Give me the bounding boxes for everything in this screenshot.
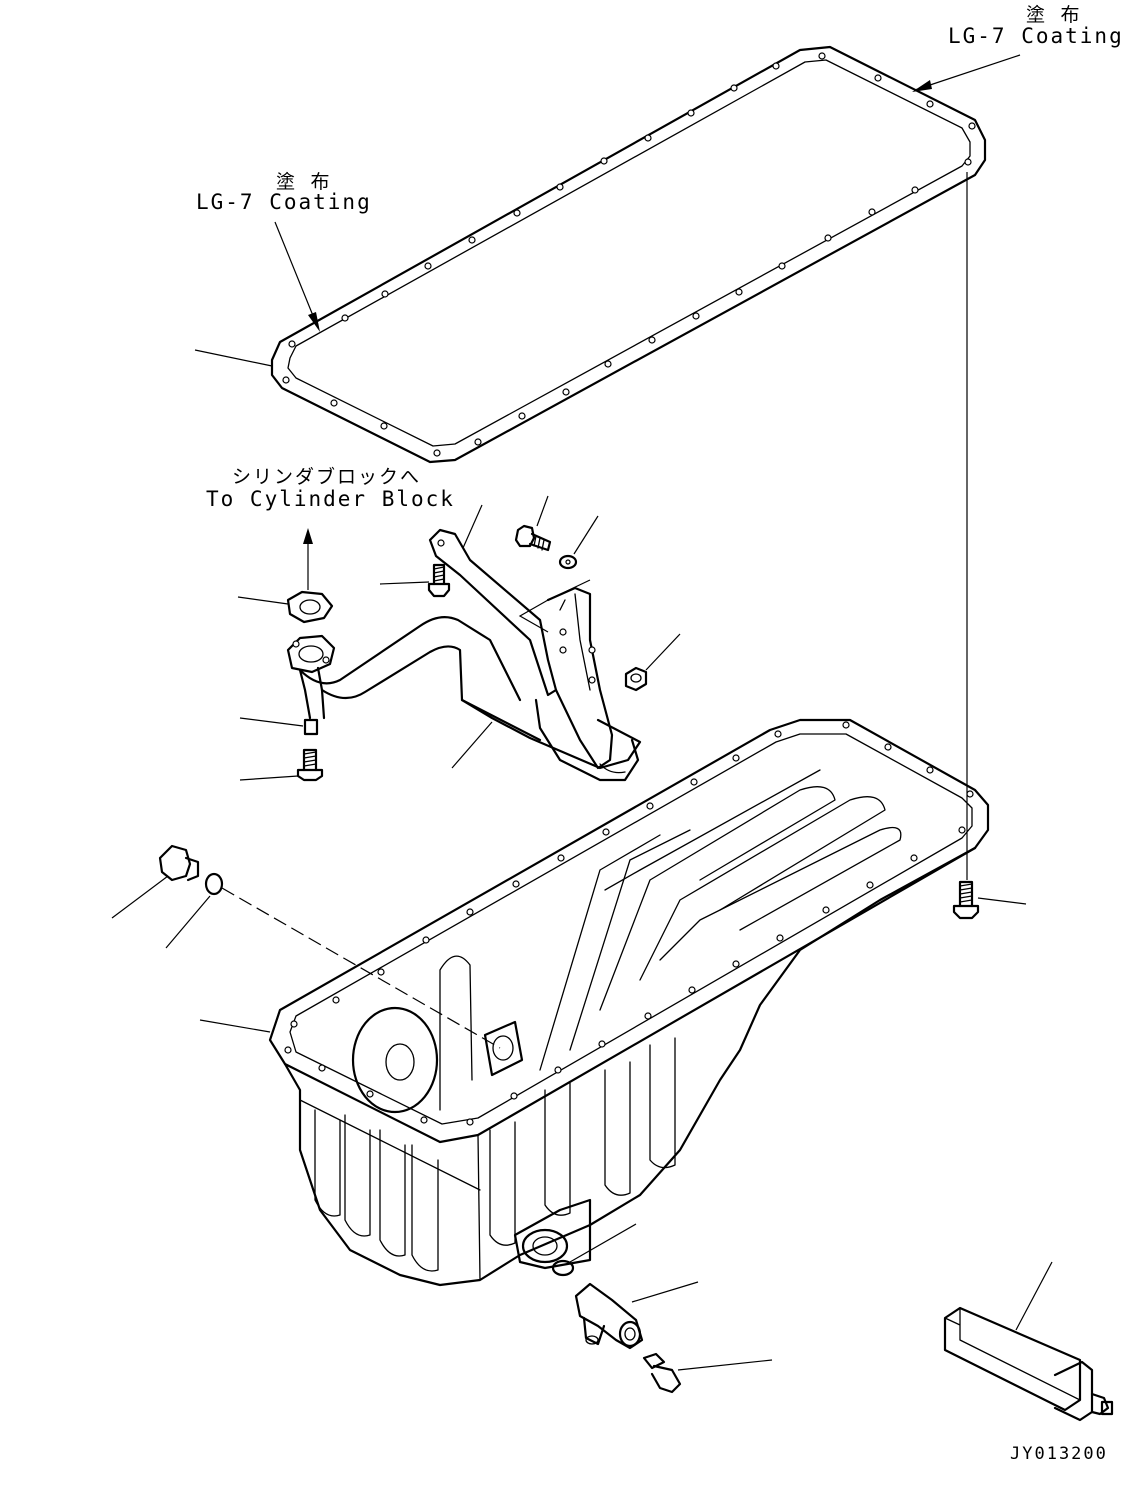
oil-pan-gasket xyxy=(270,45,987,464)
coating-leader-left xyxy=(274,221,319,329)
tool xyxy=(943,1306,1114,1422)
bracket-washer xyxy=(558,554,578,570)
elbow-fitting xyxy=(574,1282,644,1350)
coating-left-en-label: LG-7 Coating xyxy=(196,190,372,214)
cylinder-block-jp-label: シリンダブロックへ xyxy=(232,466,422,488)
lower-o-ring xyxy=(551,1259,575,1277)
pipe-flange-gasket xyxy=(286,590,334,624)
pipe-bracket xyxy=(428,528,614,770)
oil-pan-mounting-bolt xyxy=(952,880,980,920)
drain-alignment-line xyxy=(221,887,501,1049)
gasket-bolt-holes xyxy=(282,52,976,457)
coating-top-jp-label: 塗 布 xyxy=(1026,4,1082,26)
pipe-spacer xyxy=(303,718,319,736)
coating-top-en-label: LG-7 Coating xyxy=(948,24,1124,48)
sensor-plug xyxy=(642,1352,682,1394)
gasket-leader xyxy=(194,349,273,367)
bracket-bolt-vertical xyxy=(427,563,451,598)
coating-left-jp-label: 塗 布 xyxy=(276,171,332,193)
oil-pan xyxy=(268,718,990,1287)
bracket-bolt-horizontal xyxy=(514,524,552,552)
oil-pan-bolt-holes xyxy=(284,721,974,1126)
arrowhead xyxy=(912,80,932,92)
oil-suction-pipe xyxy=(286,615,642,782)
pipe-bolt xyxy=(296,748,324,782)
drain-plug-o-ring xyxy=(204,872,224,896)
coating-leader-top xyxy=(914,54,1021,91)
cylinder-block-en-label: To Cylinder Block xyxy=(206,487,455,511)
drain-plug xyxy=(158,844,200,882)
bracket-nut xyxy=(624,666,648,692)
drawing-code: JY013200 xyxy=(1010,1444,1108,1464)
